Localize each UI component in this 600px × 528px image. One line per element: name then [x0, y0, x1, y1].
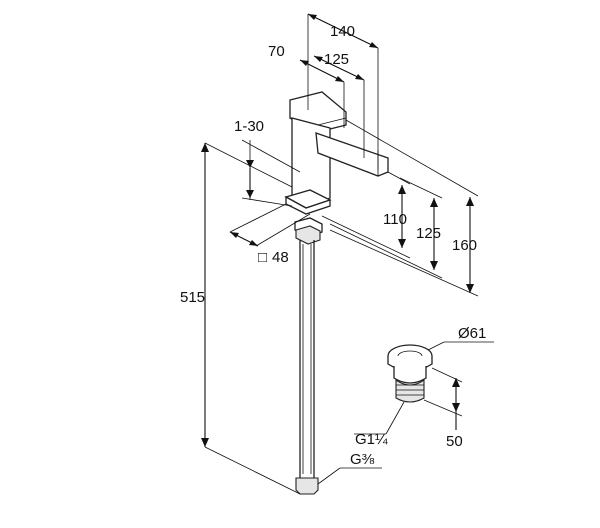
- dim-70: 70: [268, 43, 285, 60]
- waste-drain: [354, 341, 494, 435]
- dimension-lines: [204, 13, 479, 495]
- dim-50: 50: [446, 433, 463, 450]
- dim-515: 515: [180, 289, 205, 306]
- dim-140: 140: [330, 23, 355, 40]
- hose-connector: [295, 477, 319, 495]
- dim-g-three-eighths: G⅜: [350, 451, 375, 468]
- dim-1-30: 1-30: [234, 118, 264, 135]
- dim-125-reach: 125: [324, 51, 349, 68]
- connection-leader: [317, 467, 382, 485]
- dim-110: 110: [383, 211, 407, 228]
- dim-48: 48: [272, 249, 289, 266]
- faucet-body: [284, 91, 389, 495]
- dim-g1-quarter: G1¼: [355, 431, 388, 448]
- dim-125-height: 125: [416, 225, 441, 242]
- dim-160: 160: [452, 237, 477, 254]
- drain-thread: [395, 378, 425, 403]
- spout: [315, 132, 389, 177]
- arrowheads: [201, 14, 474, 447]
- dimension-labels: 140 125 70 1-30 □ 48 110 125 160 515 Ø61…: [180, 23, 486, 468]
- drain-body: [393, 366, 427, 384]
- dim-square-symbol: □: [258, 249, 267, 266]
- dim-diameter-61: Ø61: [458, 325, 486, 342]
